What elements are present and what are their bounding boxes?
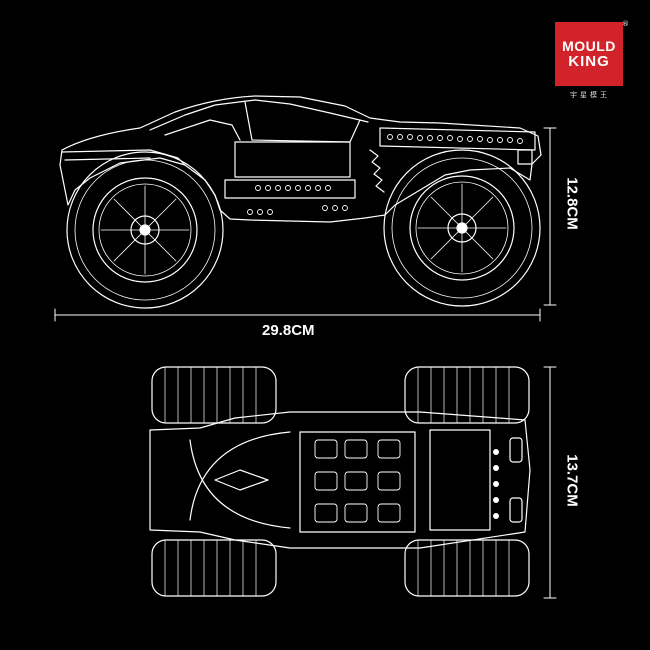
side-rear-wheel [383,149,541,307]
side-body-outline [59,95,542,223]
top-view [149,366,557,599]
tire-treads [164,366,510,597]
side-panel-main [234,141,351,178]
top-rear-bar-lower [509,497,523,523]
registered-mark: ® [622,20,629,28]
side-front-wheel [66,151,224,309]
top-width-dimension [543,366,557,599]
top-rear-block [429,429,491,531]
side-panel-lower [224,179,356,199]
top-rear-bar-upper [509,437,523,463]
side-windshield [164,119,241,141]
top-chassis-outline [149,411,531,549]
side-length-dimension [54,308,541,322]
top-front-right-tire [151,539,277,597]
brand-logo: MOULD KING [555,22,623,86]
top-nose [214,469,269,491]
side-cockpit [244,101,361,143]
side-view [54,95,557,322]
side-holes [247,134,523,215]
length-label: 29.8CM [262,322,315,339]
top-battery-cells [314,439,401,523]
side-beam-holes [379,127,536,151]
logo-text-line1: MOULD [562,37,616,54]
top-front-arc [189,431,291,529]
top-rear-lights [493,449,499,519]
brand-chinese-name: 宇星模王 [570,91,610,99]
logo-text-line2: KING [568,52,610,70]
width-label: 13.7CM [563,454,581,507]
side-canopy [149,99,369,131]
height-label: 12.8CM [563,177,581,230]
top-front-left-tire [151,366,277,424]
side-height-dimension [543,127,557,306]
side-rear-light [517,149,533,165]
top-rear-right-tire [404,539,530,597]
top-rear-left-tire [404,366,530,424]
side-spring [369,149,385,193]
top-battery-box [299,431,416,533]
